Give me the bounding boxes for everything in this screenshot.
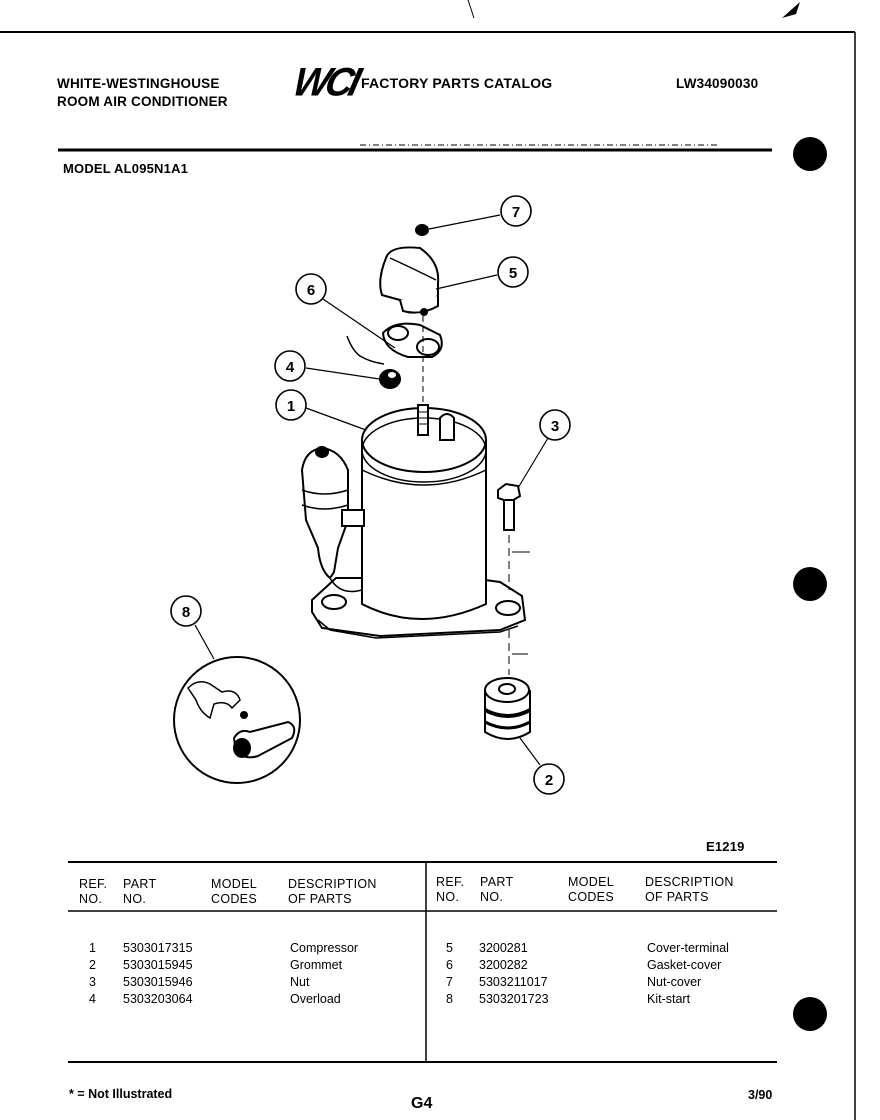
callout-3: 3 xyxy=(551,418,559,435)
table-cell: 3 xyxy=(89,975,96,989)
table-cell: 5303203064 xyxy=(123,992,193,1006)
left-part-column: 5303017315 5303015945 5303015946 5303203… xyxy=(123,940,193,1008)
punch-hole xyxy=(793,567,827,601)
header-ref-no: REF. NO. xyxy=(436,875,465,904)
table-cell: 5303201723 xyxy=(479,992,549,1006)
model-label: MODEL AL095N1A1 xyxy=(63,161,189,176)
callout-7: 7 xyxy=(512,204,520,221)
table-cell: 6 xyxy=(446,958,453,972)
header-rule xyxy=(58,144,772,152)
parts-diagram: 7 5 6 4 1 3 2 8 xyxy=(170,195,571,795)
catalog-number: LW34090030 xyxy=(676,76,759,91)
table-cell: Kit-start xyxy=(647,992,691,1006)
callout-circles xyxy=(170,195,571,795)
gasket-cover-part xyxy=(381,322,443,358)
header-model-codes: MODEL CODES xyxy=(568,875,614,904)
revision-date: 3/90 xyxy=(748,1088,773,1102)
header-description: DESCRIPTION OF PARTS xyxy=(288,877,377,906)
table-cell: 5303015946 xyxy=(123,975,193,989)
table-cell: 3200281 xyxy=(479,941,528,955)
figure-code: E1219 xyxy=(706,839,745,854)
right-part-column: 3200281 3200282 5303211017 5303201723 xyxy=(479,940,549,1008)
punch-hole xyxy=(793,137,827,171)
table-cell: 1 xyxy=(89,941,96,955)
right-desc-column: Cover-terminal Gasket-cover Nut-cover Ki… xyxy=(647,940,729,1008)
kit-start-detail xyxy=(173,656,301,784)
compressor-part xyxy=(300,404,527,639)
table-cell: 2 xyxy=(89,958,96,972)
brand-block: WHITE-WESTINGHOUSE ROOM AIR CONDITIONER xyxy=(57,75,228,111)
callout-6: 6 xyxy=(307,282,315,299)
table-cell: 3200282 xyxy=(479,958,528,972)
table-cell: 5303017315 xyxy=(123,941,193,955)
left-ref-column: 1 2 3 4 xyxy=(89,940,96,1008)
table-cell: Cover-terminal xyxy=(647,941,729,955)
callout-8: 8 xyxy=(182,604,190,621)
table-cell: 5 xyxy=(446,941,453,955)
table-cell: Grommet xyxy=(290,958,343,972)
right-ref-column: 5 6 7 8 xyxy=(446,940,453,1008)
table-cell: Gasket-cover xyxy=(647,958,722,972)
table-cell: 4 xyxy=(89,992,96,1006)
header-part-no: PART NO. xyxy=(480,875,514,904)
table-cell: 7 xyxy=(446,975,453,989)
not-illustrated-note: * = Not Illustrated xyxy=(69,1087,173,1101)
callout-5: 5 xyxy=(509,265,517,282)
brand-line-2: ROOM AIR CONDITIONER xyxy=(57,94,228,109)
header-description: DESCRIPTION OF PARTS xyxy=(645,875,734,904)
leader-lines xyxy=(194,214,549,766)
cover-terminal-part xyxy=(379,246,440,316)
catalog-title: FACTORY PARTS CATALOG xyxy=(361,75,553,91)
header-model-codes: MODEL CODES xyxy=(211,877,257,906)
header-part-no: PART NO. xyxy=(123,877,157,906)
callout-1: 1 xyxy=(287,398,295,415)
brand-line-1: WHITE-WESTINGHOUSE xyxy=(57,76,220,91)
page-number: G4 xyxy=(411,1095,433,1112)
table-cell: 8 xyxy=(446,992,453,1006)
table-cell: Overload xyxy=(290,992,341,1006)
table-cell: 5303015945 xyxy=(123,958,193,972)
nut-part xyxy=(497,482,530,675)
callout-2: 2 xyxy=(545,772,553,789)
nut-cover-part xyxy=(415,224,429,236)
header-ref-no: REF. NO. xyxy=(79,877,108,906)
table-cell: Nut xyxy=(290,975,310,989)
overload-part xyxy=(346,335,401,389)
punch-hole xyxy=(793,997,827,1031)
grommet-part xyxy=(484,677,531,740)
table-cell: 5303211017 xyxy=(479,975,548,989)
callout-4: 4 xyxy=(286,359,295,376)
table-cell: Nut-cover xyxy=(647,975,702,989)
table-cell: Compressor xyxy=(290,941,359,955)
left-desc-column: Compressor Grommet Nut Overload xyxy=(290,940,358,1008)
